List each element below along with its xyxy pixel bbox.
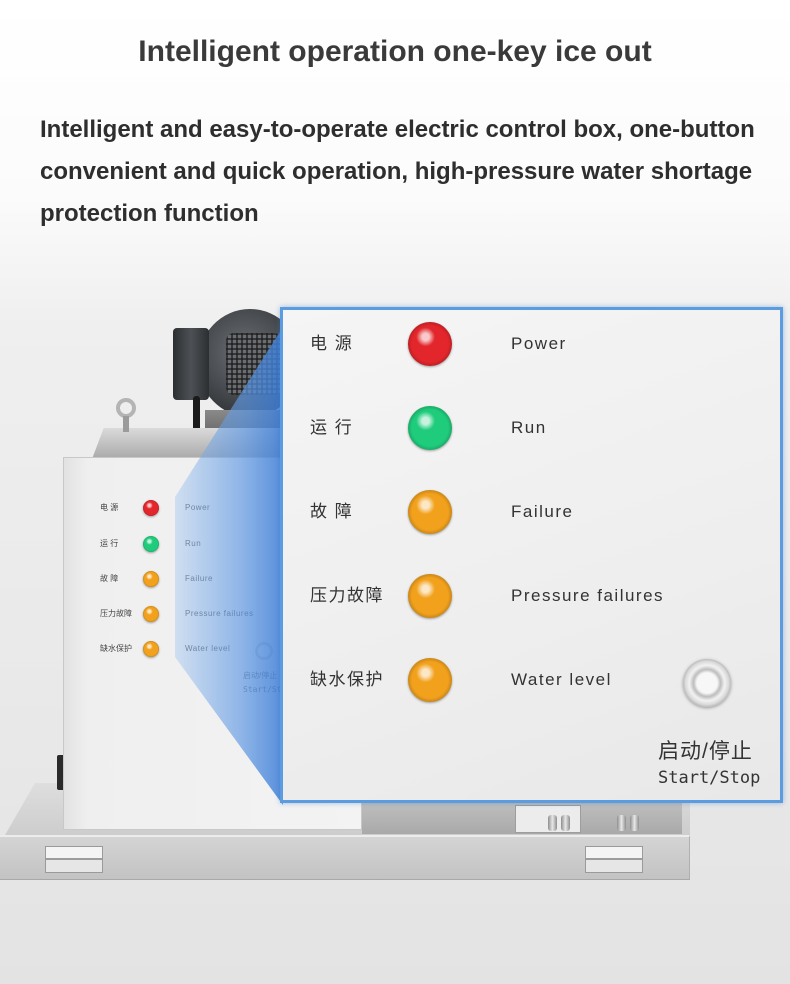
motor-cable bbox=[193, 396, 200, 434]
connector-icon bbox=[617, 815, 626, 831]
indicator-label-en: Failure bbox=[511, 502, 574, 521]
description-line: protection function bbox=[40, 200, 259, 227]
description: Intelligent and easy-to-operate electric… bbox=[40, 109, 755, 235]
indicator-label-cn: 运 行 bbox=[310, 418, 354, 437]
indicator-label-cn: 故 障 bbox=[310, 502, 354, 521]
run-lamp-icon bbox=[143, 536, 159, 552]
base-frame-front bbox=[0, 835, 690, 880]
mini-label-cn: 缺水保护 bbox=[100, 644, 132, 653]
pressure-lamp-icon bbox=[408, 574, 452, 618]
connector-icon bbox=[548, 815, 557, 831]
mini-label-cn: 故 障 bbox=[100, 574, 119, 583]
water-lamp-icon bbox=[143, 641, 159, 657]
start-stop-label-cn: 启动/停止 bbox=[658, 740, 753, 763]
motor-junction-box bbox=[173, 328, 209, 400]
indicator-label-en: Power bbox=[511, 334, 567, 353]
connector-icon bbox=[630, 815, 639, 831]
eyebolt-stem bbox=[123, 416, 129, 432]
indicator-label-cn: 缺水保护 bbox=[310, 670, 384, 689]
start-stop-button-icon bbox=[683, 659, 731, 707]
indicator-row: 电 源 Power bbox=[283, 322, 780, 366]
mini-indicator-row: 运 行 Run bbox=[64, 536, 361, 552]
indicator-label-cn: 压力故障 bbox=[310, 586, 384, 605]
mini-label-cn: 运 行 bbox=[100, 539, 119, 548]
indicator-row: 压力故障 Pressure failures bbox=[283, 574, 780, 618]
indicator-label-en: Water level bbox=[511, 670, 612, 689]
start-stop-label-en: Start/Stop bbox=[658, 768, 761, 788]
description-line: convenient and quick operation, high-pre… bbox=[40, 158, 753, 185]
connector-icon bbox=[561, 815, 570, 831]
indicator-row: 缺水保护 Water level bbox=[283, 658, 780, 702]
mini-label-cn: 电 源 bbox=[100, 503, 119, 512]
callout-panel: 电 源 Power 运 行 Run 故 障 Failure 压力故障 Press… bbox=[280, 307, 783, 803]
indicator-label-cn: 电 源 bbox=[310, 334, 354, 353]
forklift-slot-right bbox=[585, 846, 643, 873]
indicator-row: 运 行 Run bbox=[283, 406, 780, 450]
headline-title: Intelligent operation one-key ice out bbox=[138, 35, 652, 68]
failure-lamp-icon bbox=[408, 490, 452, 534]
description-line: Intelligent and easy-to-operate electric… bbox=[40, 116, 755, 143]
power-lamp-icon bbox=[408, 322, 452, 366]
eyebolt-icon bbox=[116, 398, 136, 418]
power-lamp-icon bbox=[143, 500, 159, 516]
indicator-row: 故 障 Failure bbox=[283, 490, 780, 534]
pressure-lamp-icon bbox=[143, 606, 159, 622]
mini-label-cn: 压力故障 bbox=[100, 609, 132, 618]
cable-gland bbox=[57, 755, 65, 790]
run-lamp-icon bbox=[408, 406, 452, 450]
failure-lamp-icon bbox=[143, 571, 159, 587]
indicator-label-en: Pressure failures bbox=[511, 586, 665, 605]
water-lamp-icon bbox=[408, 658, 452, 702]
forklift-slot-left bbox=[45, 846, 103, 873]
indicator-label-en: Run bbox=[511, 418, 547, 437]
